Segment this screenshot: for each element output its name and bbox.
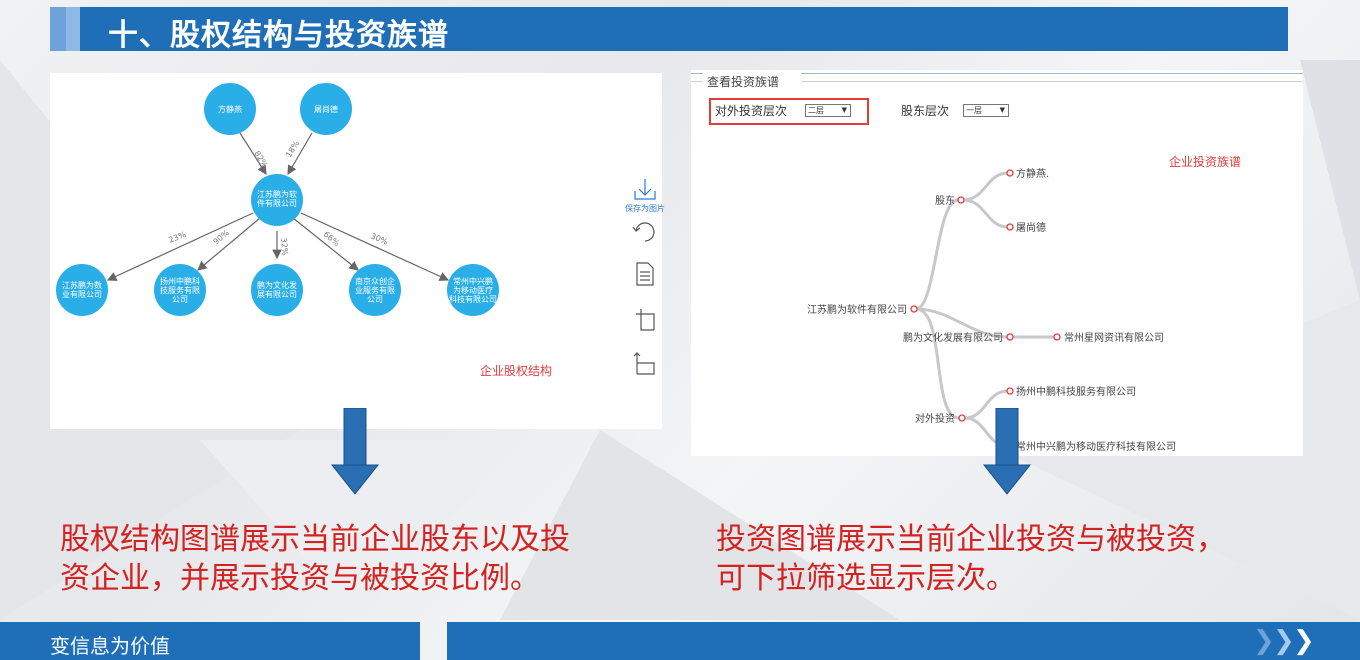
- node-shareholder1[interactable]: 方静燕: [204, 83, 256, 135]
- node-label: 科技有限公司: [449, 294, 497, 304]
- tree-node-shareholder1[interactable]: [1006, 169, 1014, 177]
- node-child4[interactable]: 南京众创企 业服务有限 公司: [349, 264, 401, 316]
- tree-label-shareholder2: 屠尚德: [1016, 221, 1046, 234]
- node-child2[interactable]: 扬州中鹏科 技服务有限 公司: [154, 264, 206, 316]
- invest-level-select[interactable]: 二层 ▼: [805, 104, 851, 117]
- right-caption-line2: 可下拉筛选显示层次。: [716, 561, 1016, 596]
- down-arrow-icon: [982, 408, 1032, 495]
- tree-node-shareholders[interactable]: [957, 196, 965, 204]
- title-accent-stripe: [50, 7, 66, 51]
- tree-label-shareholder1: 方静燕.: [1016, 167, 1049, 180]
- node-child1[interactable]: 江苏鹏为数 业有限公司: [56, 264, 108, 316]
- tree-node-invest[interactable]: [958, 414, 966, 422]
- investment-tree-panel: 查看投资族谱 对外投资层次 二层 ▼ 股东层次 一层 ▼ 企业投资族谱: [691, 70, 1303, 456]
- node-child3[interactable]: 鹏为文化发 展有限公司: [251, 264, 303, 316]
- node-label: 公司: [172, 295, 188, 304]
- edge-center-child5: [300, 212, 450, 281]
- download-icon[interactable]: [634, 179, 656, 200]
- equity-structure-panel: 82% 18% 23% 90% 32% 66% 30% 方静燕 屠尚德 江苏鹏为…: [50, 73, 665, 429]
- holder-level-select[interactable]: 一层 ▼: [963, 104, 1009, 117]
- edge-shareholder1-center: [239, 132, 267, 176]
- tree-label-root: 江苏鹏为软件有限公司: [807, 303, 907, 316]
- node-label: 常州中兴鹏: [453, 276, 493, 286]
- footer-slogan: 变信息为价值: [50, 634, 170, 658]
- chevron-right-icon: ❯: [1253, 626, 1275, 656]
- dropdown-arrow-icon: ▼: [841, 106, 847, 114]
- crop-icon[interactable]: [636, 309, 655, 331]
- node-label: 业服务有限: [355, 285, 395, 295]
- tree-label-invest: 对外投资: [915, 412, 955, 425]
- investment-tree: 江苏鹏为软件有限公司 股东 方静燕. 屠尚德 鹏为文化发展有限公司 常州星网资讯…: [807, 167, 1176, 453]
- tree-label-sub-company: 鹏为文化发展有限公司: [903, 331, 1003, 344]
- investment-tree-label: 企业投资族谱: [1169, 155, 1242, 169]
- node-label: 件有限公司: [257, 198, 297, 208]
- node-label: 屠尚德: [314, 104, 338, 114]
- node-label: 公司: [367, 295, 383, 304]
- invest-level-highlight: [709, 98, 869, 125]
- node-center-company[interactable]: 江苏鹏为软 件有限公司: [251, 174, 303, 226]
- dropdown-arrow-icon: ▼: [999, 106, 1005, 114]
- node-label: 为移动医疗: [453, 285, 493, 295]
- refresh-icon[interactable]: [632, 222, 655, 242]
- edge-shareholder2-center: [287, 132, 313, 176]
- node-label: 江苏鹏为软: [257, 189, 297, 199]
- node-label: 扬州中鹏科: [160, 276, 200, 286]
- title-bar: 十、股权结构与投资族谱: [50, 7, 1288, 53]
- edge-label-3: 23%: [167, 230, 187, 245]
- edge-center-child1: [106, 212, 254, 281]
- tree-node-root[interactable]: [910, 305, 918, 313]
- right-caption-line1: 投资图谱展示当前企业投资与被投资，: [716, 522, 1226, 557]
- panel-header-divider: [691, 81, 1303, 82]
- node-label: 方静燕: [218, 104, 242, 114]
- edge-label-6: 66%: [322, 230, 342, 249]
- down-arrow-icon: [330, 408, 380, 495]
- left-caption-line1: 股权结构图谱展示当前企业股东以及投: [60, 522, 570, 557]
- panel-top-border: [691, 73, 1303, 74]
- panel-title: 查看投资族谱: [707, 75, 780, 89]
- tree-node-sub-company-child[interactable]: [1053, 333, 1061, 341]
- node-label: 业有限公司: [62, 289, 102, 299]
- chevron-right-icon: ❯: [1293, 626, 1315, 656]
- node-label: 展有限公司: [257, 289, 297, 299]
- node-label: 江苏鹏为数: [62, 280, 102, 290]
- page-title: 十、股权结构与投资族谱: [108, 18, 449, 53]
- edge-label-7: 30%: [369, 232, 389, 247]
- tree-node-invest1[interactable]: [1006, 387, 1014, 395]
- equity-structure-label: 企业股权结构: [480, 364, 553, 378]
- left-caption-line2: 资企业，并展示投资与被投资比例。: [60, 561, 540, 596]
- edge-center-child2: [197, 217, 261, 271]
- node-label: 鹏为文化发: [257, 280, 297, 290]
- node-child5[interactable]: 常州中兴鹏 为移动医疗 科技有限公司: [447, 264, 499, 316]
- chevron-right-icon: ❯: [1273, 626, 1295, 656]
- equity-graph: 82% 18% 23% 90% 32% 66% 30% 方静燕 屠尚德 江苏鹏为…: [56, 83, 656, 375]
- tree-label-invest1: 扬州中鹏科技服务有限公司: [1016, 385, 1136, 398]
- tree-label-invest2: 常州中兴鹏为移动医疗科技有限公司: [1016, 440, 1176, 453]
- holder-level-label: 股东层次: [901, 104, 950, 118]
- node-label: 南京众创企: [355, 276, 395, 286]
- edge-label-1: 82%: [252, 149, 269, 169]
- edge-label-5: 32%: [279, 237, 290, 256]
- document-icon[interactable]: [636, 262, 654, 286]
- footer-right-bar: ❯ ❯ ❯: [447, 622, 1360, 660]
- edge-center-child4: [292, 217, 359, 271]
- tree-node-shareholder2[interactable]: [1006, 223, 1014, 231]
- footer-left-bar: 变信息为价值: [0, 622, 420, 660]
- tree-label-shareholders: 股东: [935, 194, 955, 207]
- save-as-image-label[interactable]: 保存为图片: [625, 204, 665, 213]
- node-label: 技服务有限: [160, 285, 200, 295]
- tree-node-sub-company[interactable]: [1006, 333, 1014, 341]
- node-shareholder2[interactable]: 屠尚德: [300, 83, 352, 135]
- tree-label-sub-company-child: 常州星网资讯有限公司: [1064, 331, 1164, 344]
- restore-icon[interactable]: [633, 352, 655, 375]
- title-accent-stripe-light: [66, 7, 80, 51]
- invest-level-label: 对外投资层次: [715, 104, 788, 118]
